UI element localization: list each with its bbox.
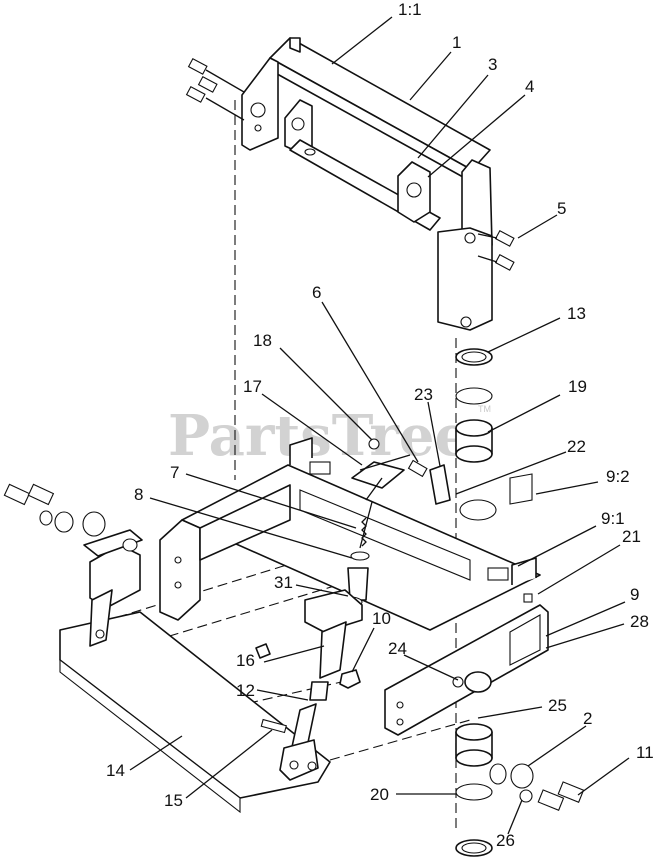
callout-11: 11 [636,743,654,762]
callout-21: 21 [622,527,641,546]
callout-16: 16 [236,651,255,670]
callout-28: 28 [630,612,649,631]
watermark-text: PartsTree [168,403,470,469]
right-hardware [489,763,585,811]
callout-31: 31 [274,573,293,592]
upper-mount-frame [241,37,493,331]
callouts: 1:1 1 3 4 5 6 13 18 17 23 19 7 22 9:2 8 … [106,0,654,850]
callout-9: 9 [630,585,639,604]
watermark-tm: TM [478,404,491,414]
callout-9-1: 9:1 [601,509,625,528]
callout-15: 15 [164,791,183,810]
callout-14: 14 [106,761,125,780]
watermark: PartsTree TM [168,403,491,469]
lower-main-frame [159,437,549,736]
callout-23: 23 [414,385,433,404]
callout-17: 17 [243,377,262,396]
callout-5: 5 [557,199,566,218]
left-hardware [3,483,138,552]
callout-22: 22 [567,437,586,456]
leader-lines [129,16,630,835]
pivot-bushing-stack [455,348,493,857]
front-deck-assembly [59,529,363,814]
callout-25: 25 [548,696,567,715]
callout-19: 19 [568,377,587,396]
callout-18: 18 [253,331,272,350]
callout-6: 6 [312,283,321,302]
callout-3: 3 [488,55,497,74]
callout-26: 26 [496,831,515,850]
callout-8: 8 [134,485,143,504]
callout-2: 2 [583,709,592,728]
callout-1-1: 1:1 [398,0,422,19]
upper-bolts [185,57,515,271]
callout-7: 7 [170,463,179,482]
callout-10: 10 [372,609,391,628]
callout-4: 4 [525,77,534,96]
callout-20: 20 [370,785,389,804]
callout-24: 24 [388,639,407,658]
callout-1: 1 [452,33,461,52]
callout-13: 13 [567,304,586,323]
callout-9-2: 9:2 [606,467,630,486]
callout-12: 12 [236,681,255,700]
